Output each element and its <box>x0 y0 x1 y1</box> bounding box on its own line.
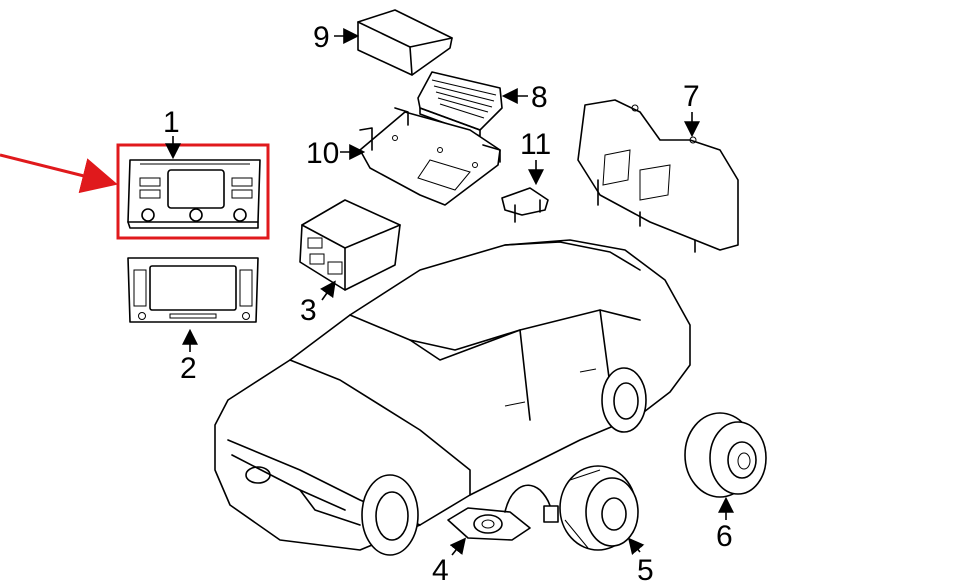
callout-1: 1 <box>163 106 180 139</box>
part-1-radio[interactable] <box>127 159 261 229</box>
callout-11: 11 <box>520 128 551 161</box>
callout-5: 5 <box>637 554 654 583</box>
car-body <box>214 239 691 556</box>
callout-8: 8 <box>531 81 548 114</box>
part-10-bracket[interactable] <box>359 107 501 206</box>
highlight-arrow <box>0 153 118 194</box>
callout-6: 6 <box>716 520 733 553</box>
callout-9: 9 <box>313 21 330 54</box>
part-4-tweeter[interactable] <box>447 484 559 541</box>
highlight-box <box>116 143 270 240</box>
part-5-speaker[interactable] <box>559 465 639 551</box>
callout-4: 4 <box>432 554 449 583</box>
callout-7: 7 <box>683 80 700 113</box>
part-6-speaker[interactable] <box>684 412 767 498</box>
callout-3: 3 <box>300 294 317 327</box>
part-7-trim-panel[interactable] <box>577 99 739 253</box>
callout-10: 10 <box>306 137 339 170</box>
part-3-module[interactable] <box>299 199 401 291</box>
leader-lines <box>165 28 734 556</box>
part-2-navigation-unit[interactable] <box>127 257 259 323</box>
part-9-cover[interactable] <box>357 9 453 76</box>
callout-2: 2 <box>180 352 197 385</box>
part-11-bracket[interactable] <box>501 187 549 223</box>
callouts: 1 2 3 4 5 6 7 8 9 10 11 <box>163 21 733 583</box>
